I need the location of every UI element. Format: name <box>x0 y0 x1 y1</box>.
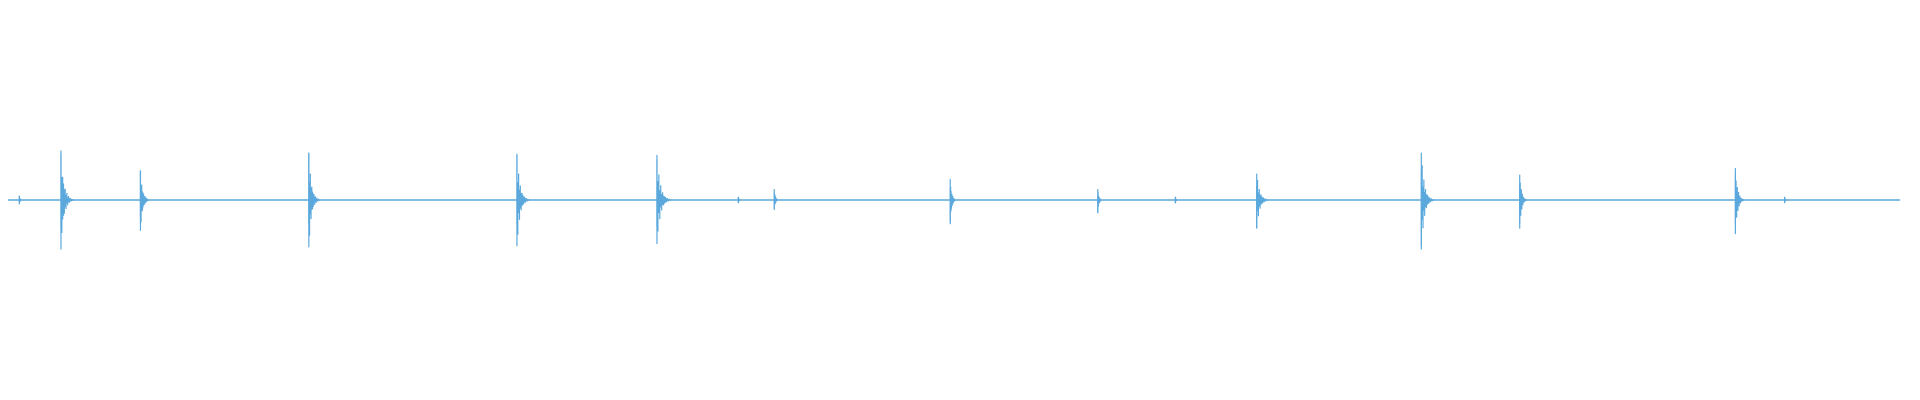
waveform-transient <box>773 189 781 210</box>
waveform-transient <box>1519 174 1530 229</box>
waveform-transient-envelope <box>308 152 323 236</box>
waveform-transient-envelope <box>1519 182 1530 224</box>
waveform-transient <box>139 170 153 231</box>
waveform-transient-envelope <box>60 153 77 233</box>
waveform-transient <box>308 152 323 248</box>
waveform-transient <box>1097 189 1105 214</box>
waveform-transient <box>949 179 959 225</box>
waveform-transient <box>1783 196 1789 204</box>
waveform-transient <box>1420 152 1438 250</box>
waveform-transient <box>737 196 743 204</box>
waveform-transient-envelope <box>1097 192 1105 213</box>
waveform-transient-envelope <box>949 186 959 222</box>
waveform-transient-envelope <box>1420 165 1438 246</box>
waveform-transient <box>1256 173 1273 229</box>
waveform-transient <box>18 195 24 205</box>
waveform-transient-envelope <box>1256 180 1273 229</box>
waveform-transient-envelope <box>656 159 675 232</box>
waveform-transient <box>1174 196 1180 204</box>
waveform-transient <box>1734 168 1748 235</box>
waveform-transient-envelope <box>516 155 533 235</box>
waveform-transient <box>60 150 77 250</box>
waveform-transient-envelope <box>139 170 153 223</box>
waveform-transient <box>656 154 675 244</box>
waveform-transient <box>516 153 533 247</box>
waveform-transient-envelope <box>1734 175 1748 225</box>
